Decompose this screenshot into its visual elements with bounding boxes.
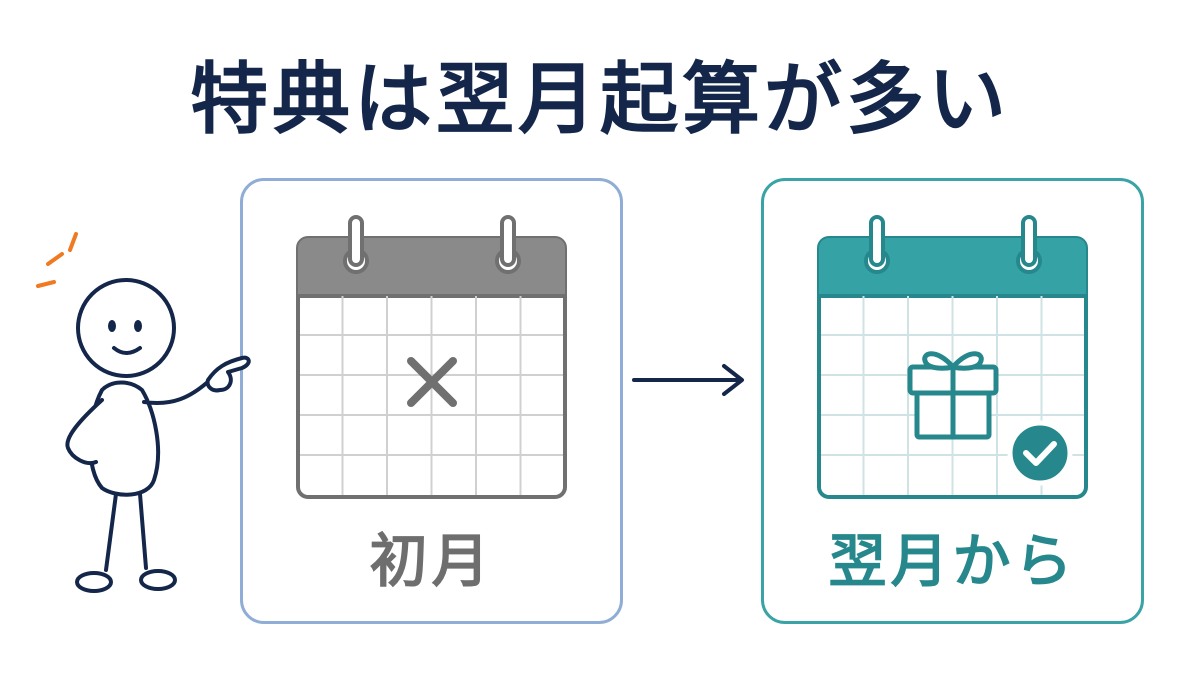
calendar-x-icon bbox=[296, 215, 567, 499]
stick-figure-icon bbox=[36, 232, 251, 593]
next-month-label: 翌月から bbox=[828, 527, 1077, 595]
page-title: 特典は翌月起算が多い bbox=[189, 55, 1010, 145]
x-mark-icon bbox=[407, 357, 457, 407]
next-month-card: 翌月から bbox=[761, 178, 1144, 624]
gift-icon bbox=[907, 351, 999, 440]
excitement-marks-icon bbox=[36, 232, 78, 288]
calendar-rings bbox=[343, 215, 521, 274]
first-month-card: 初月 bbox=[240, 178, 623, 624]
first-month-label: 初月 bbox=[369, 527, 494, 595]
arrow-right-icon bbox=[632, 364, 744, 396]
check-badge-icon bbox=[1007, 420, 1073, 486]
face-icon bbox=[108, 320, 142, 332]
calendar-gift-icon bbox=[817, 215, 1088, 499]
calendar-rings bbox=[864, 215, 1042, 274]
